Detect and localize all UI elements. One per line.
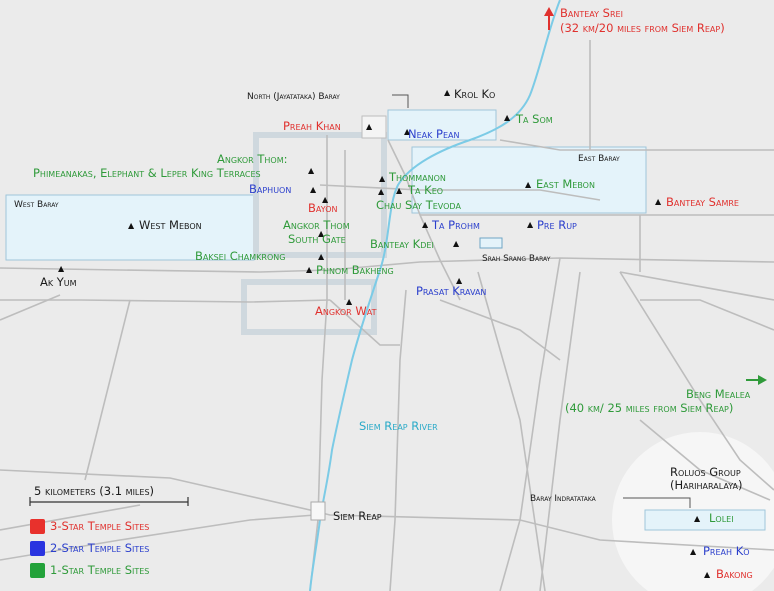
marker-prasat-kravan: ▲ [456,276,463,285]
label-prasat-kravan: Prasat Kravan [416,284,487,298]
label-preah-khan: Preah Khan [283,119,341,133]
baray-indratataka [644,509,766,531]
label-east-baray: East Baray [578,154,620,164]
label-krol-ko: Krol Ko [454,87,496,101]
beng-mealea-arrow [746,375,767,385]
srah-srang-baray [479,237,503,249]
marker-thommanon: ▲ [379,174,386,183]
label-siem-reap: Siem Reap [333,509,382,523]
legend-label-one-star: 1-Star Temple Sites [50,563,150,577]
legend-swatch-one-star [30,563,45,578]
marker-banteay-samre: ▲ [655,197,662,206]
label-baphuon: Baphuon [249,182,292,196]
label-angkor-thom: Angkor Thom: [217,152,288,166]
label-banteay-srei-distance: (32 km/20 miles from Siem Reap) [560,21,725,35]
marker-angkor-thom: ▲ [308,166,315,175]
north-baray-leader [392,94,409,108]
legend-label-three-star: 3-Star Temple Sites [50,519,150,533]
marker-ta-prohm: ▲ [422,220,429,229]
label-beng-mealea-distance: (40 km/ 25 miles from Siem Reap) [565,401,734,415]
indratataka-leader [623,497,691,508]
label-angkor-wat: Angkor Wat [315,304,377,318]
label-banteay-samre: Banteay Samre [666,195,739,209]
marker-chau-say: ▲ [378,187,385,196]
label-chau-say-tevoda: Chau Say Tevoda [376,198,461,212]
marker-baksei: ▲ [318,252,325,261]
legend-label-two-star: 2-Star Temple Sites [50,541,150,555]
marker-west-mebon: ▲ [128,221,135,230]
label-baksei-chamkrong: Baksei Chamkrong [195,249,286,263]
label-ta-som: Ta Som [516,112,553,126]
marker-bakong: ▲ [704,570,711,579]
marker-east-mebon: ▲ [525,180,532,189]
label-neak-pean: Neak Pean [408,127,460,141]
label-preah-ko: Preah Ko [703,544,750,558]
marker-phnom-bakheng: ▲ [306,265,313,274]
marker-lolei: ▲ [694,514,701,523]
label-west-baray: West Baray [14,200,59,210]
label-ta-prohm: Ta Prohm [432,218,480,232]
angkor-thom-moat [253,132,387,258]
label-north-baray: North (Jayatataka) Baray [247,92,340,102]
label-angkor-thom-south: Angkor Thom [283,218,350,232]
label-lolei: Lolei [709,511,734,525]
label-beng-mealea: Beng Mealea [686,387,751,401]
label-srah-srang: Srah Srang Baray [482,254,551,264]
marker-angkor-wat: ▲ [346,297,353,306]
label-pre-rup: Pre Rup [537,218,577,232]
east-baray [411,146,647,214]
label-bakong: Bakong [716,567,753,581]
marker-baphuon: ▲ [310,185,317,194]
label-baray-indratataka: Baray Indratataka [530,494,596,504]
preah-khan-enclosure [361,115,387,139]
label-phnom-bakheng: Phnom Bakheng [316,263,394,277]
marker-ta-som: ▲ [504,113,511,122]
label-angkor-thom-terraces: Phimeanakas, Elephant & Leper King Terra… [33,166,261,180]
label-west-mebon: West Mebon [139,218,202,232]
road-network [0,40,774,591]
marker-krol-ko: ▲ [444,88,451,97]
marker-neak-pean: ▲ [404,127,411,136]
label-ta-keo: Ta Keo [408,183,444,197]
label-east-mebon: East Mebon [536,177,595,191]
scale-label: 5 kilometers (3.1 miles) [34,484,155,498]
label-roluos-sub: (Hariharalaya) [670,478,743,492]
siem-reap-marker [310,501,326,521]
label-banteay-kdei: Banteay Kdei [370,237,434,251]
marker-preah-khan: ▲ [366,122,373,131]
marker-ta-keo: ▲ [396,186,403,195]
banteay-srei-arrow [544,7,554,30]
north-baray [387,109,497,141]
marker-south-gate: ▲ [318,229,325,238]
marker-preah-ko: ▲ [690,547,697,556]
label-banteay-srei: Banteay Srei [560,6,623,20]
marker-banteay-kdei: ▲ [453,239,460,248]
label-thommanon: Thommanon [389,170,446,184]
label-south-gate: South Gate [288,232,346,246]
marker-pre-rup: ▲ [527,220,534,229]
label-ak-yum: Ak Yum [40,275,77,289]
angkor-wat-moat [241,279,377,335]
legend-swatch-two-star [30,541,45,556]
marker-ak-yum: ▲ [58,264,65,273]
scale-bar [29,497,189,506]
siem-reap-river [309,0,561,591]
label-bayon: Bayon [308,201,338,215]
marker-bayon: ▲ [322,195,329,204]
label-roluos-group: Roluos Group [670,465,741,479]
legend-swatch-three-star [30,519,45,534]
label-siem-reap-river: Siem Reap River [359,419,438,433]
